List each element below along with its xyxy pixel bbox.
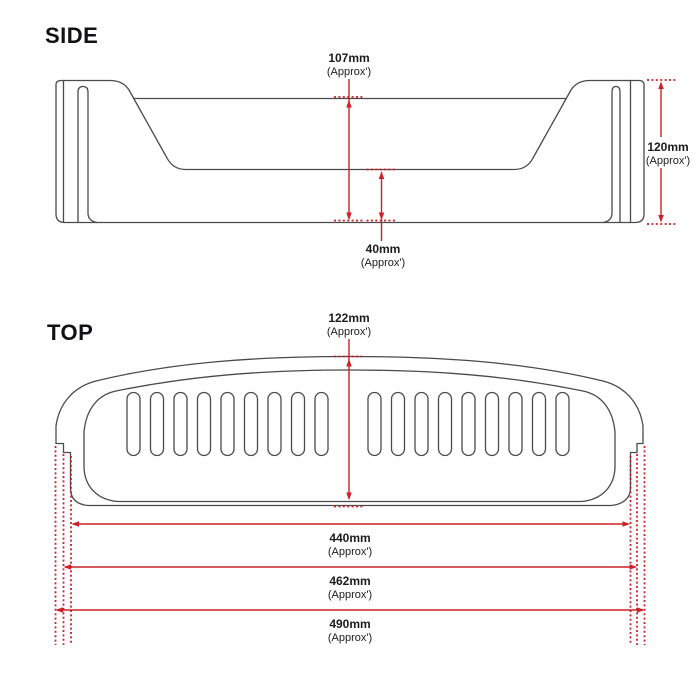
dim-122-arrow-down	[346, 492, 352, 500]
vent-slot	[531, 391, 547, 457]
side-view: SIDE 107mm (Approx') 40mm	[45, 23, 690, 269]
dim-490-value: 490mm	[329, 617, 370, 631]
dim-440-value: 440mm	[329, 531, 370, 545]
dim-462-approx: (Approx')	[328, 589, 372, 601]
dim-490-arrow-right	[637, 607, 645, 613]
dim-122-value: 122mm	[328, 311, 369, 325]
dimension-overall-height-120: 120mm (Approx')	[646, 79, 690, 225]
dim-462-arrow-left	[63, 564, 71, 570]
vent-slot	[220, 391, 235, 457]
vent-slot	[290, 391, 306, 457]
dim-107-arrow-down	[346, 212, 352, 220]
vent-slot	[484, 391, 500, 457]
dim-122-approx: (Approx')	[327, 326, 371, 338]
vent-slot-grid	[126, 391, 570, 457]
dim-462-value: 462mm	[329, 574, 370, 588]
side-view-outline	[55, 79, 645, 224]
vent-slot	[414, 391, 429, 457]
side-view-title: SIDE	[45, 23, 98, 48]
top-view-outline	[55, 355, 644, 507]
dimension-depth-122: 122mm (Approx')	[327, 311, 371, 508]
dim-462-arrow-right	[629, 564, 637, 570]
side-outer-contour	[55, 79, 645, 224]
vent-slot	[149, 391, 165, 457]
dim-40-arrow-down	[378, 212, 385, 220]
dim-120-value: 120mm	[647, 140, 688, 154]
dim-120-arrow-down	[658, 215, 664, 223]
top-inner-contour	[83, 369, 616, 503]
dim-120-approx: (Approx')	[646, 155, 690, 167]
dimension-overall-width-490: 490mm (Approx')	[55, 607, 645, 644]
vent-slot	[461, 391, 476, 457]
vent-slot	[314, 391, 329, 457]
dim-107-approx: (Approx')	[327, 66, 371, 78]
dim-490-arrow-left	[55, 607, 63, 613]
dimension-base-height-40: 40mm (Approx')	[361, 168, 405, 269]
extension-lines	[54, 446, 646, 645]
dim-440-arrow-right	[622, 521, 630, 527]
dim-107-value: 107mm	[328, 51, 369, 65]
dimension-inner-height-107: 107mm (Approx')	[327, 51, 371, 222]
vent-slot	[243, 391, 259, 457]
side-right-bracket-channel	[602, 85, 621, 224]
dim-120-arrow-up	[658, 81, 664, 89]
dim-490-approx: (Approx')	[328, 632, 372, 644]
dim-40-approx: (Approx')	[361, 257, 405, 269]
top-outer-contour	[55, 355, 644, 507]
vent-slot	[437, 391, 453, 457]
vent-slot	[196, 391, 212, 457]
top-view: TOP 122mm (Approx')	[47, 311, 646, 645]
vent-slot	[126, 391, 141, 457]
top-view-title: TOP	[47, 320, 93, 345]
dim-107-arrow-up	[346, 100, 352, 108]
vent-slot	[267, 391, 282, 457]
dimension-inner-width-440: 440mm (Approx')	[71, 521, 630, 558]
vent-slot	[367, 391, 382, 457]
dim-440-approx: (Approx')	[328, 546, 372, 558]
side-left-bracket-channel	[77, 85, 98, 224]
dimension-mid-width-462: 462mm (Approx')	[63, 564, 637, 601]
vent-slot	[508, 391, 523, 457]
vent-slot	[173, 391, 188, 457]
dim-40-value: 40mm	[366, 242, 401, 256]
vent-slot	[390, 391, 406, 457]
vent-slot	[555, 391, 570, 457]
dim-440-arrow-left	[71, 521, 79, 527]
dim-122-arrow-up	[346, 359, 352, 367]
dim-40-arrow-up	[378, 171, 385, 179]
